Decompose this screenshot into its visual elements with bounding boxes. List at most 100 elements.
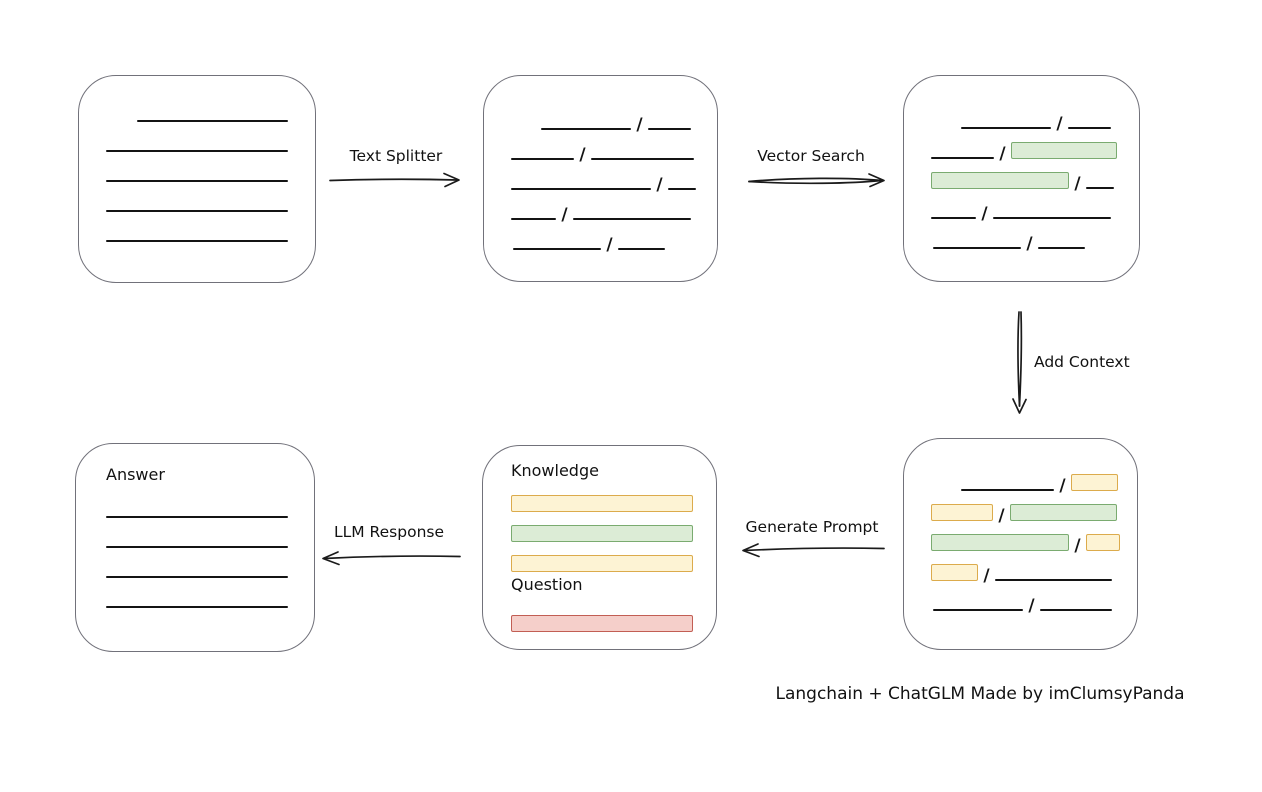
diagram-caption: Langchain + ChatGLM Made by imClumsyPand…: [775, 684, 1185, 704]
box-row: /: [511, 130, 717, 164]
green-highlight-bar: [511, 525, 693, 542]
box-label: Question: [511, 575, 583, 594]
box-row: Answer: [106, 462, 314, 488]
generate-prompt-arrow: [742, 543, 885, 558]
yellow-highlight-bar: [1071, 474, 1118, 491]
text-line: [106, 180, 288, 182]
box-row: /: [511, 100, 717, 135]
box-row: /: [931, 461, 1137, 495]
text-line: [511, 218, 556, 220]
text-line: [106, 546, 288, 548]
text-line: [931, 217, 976, 219]
box-row: /: [511, 190, 717, 225]
slash-separator: /: [636, 115, 643, 135]
box-row: [106, 92, 315, 122]
box-row: /: [511, 160, 717, 195]
text-line: [1040, 609, 1112, 611]
text-line: [513, 248, 601, 250]
text-line: [961, 127, 1051, 129]
generate-prompt-label: Generate Prompt: [745, 518, 879, 536]
text-line: [931, 157, 994, 159]
green-highlight-bar: [931, 534, 1069, 551]
answer-box: Answer: [75, 443, 315, 652]
box-row: /: [931, 491, 1137, 526]
llm-response-label: LLM Response: [333, 523, 444, 541]
text-line: [511, 188, 651, 190]
text-line: [993, 217, 1111, 219]
text-line: [648, 128, 691, 130]
text-line: [573, 218, 691, 220]
text-line: [1068, 127, 1111, 129]
text-line: [106, 150, 288, 152]
text-line: [1086, 187, 1114, 189]
add-context-label: Add Context: [1034, 353, 1130, 371]
spacer: [106, 121, 137, 122]
spacer: [931, 128, 961, 129]
text-splitter-arrow: [329, 172, 460, 188]
green-highlight-bar: [1010, 504, 1117, 521]
box-row: Question: [511, 572, 716, 598]
slash-separator: /: [656, 175, 663, 195]
yellow-highlight-bar: [511, 555, 693, 572]
yellow-highlight-bar: [931, 564, 978, 581]
box-row: [106, 578, 314, 608]
yellow-highlight-bar: [1086, 534, 1120, 551]
slash-separator: /: [606, 235, 613, 255]
box-row: Knowledge: [511, 460, 716, 482]
text-line: [933, 609, 1023, 611]
slash-separator: /: [561, 205, 568, 225]
text-line: [668, 188, 696, 190]
text-splitter-label: Text Splitter: [349, 147, 443, 165]
box-row: [106, 152, 315, 182]
slash-separator: /: [1056, 114, 1063, 134]
yellow-highlight-bar: [511, 495, 693, 512]
slash-separator: /: [983, 566, 990, 586]
slash-separator: /: [998, 506, 1005, 526]
slash-separator: /: [1028, 596, 1035, 616]
green-highlight-bar: [931, 172, 1069, 189]
vector-search-label: Vector Search: [757, 147, 865, 165]
spacer: [931, 490, 961, 491]
llm-response-arrow: [322, 551, 461, 566]
document-box: [78, 75, 316, 283]
box-row: [511, 512, 716, 542]
box-label: Answer: [106, 465, 165, 484]
slash-separator: /: [981, 204, 988, 224]
context-box: /////: [903, 438, 1138, 650]
box-row: /: [931, 159, 1139, 194]
text-line: [591, 158, 694, 160]
box-row: /: [931, 219, 1139, 253]
box-row: /: [931, 581, 1137, 616]
spacer: [511, 129, 541, 130]
box-row: /: [931, 129, 1139, 164]
text-line: [995, 579, 1112, 581]
box-row: /: [931, 521, 1137, 555]
text-line: [961, 489, 1054, 491]
add-context-arrow: [1012, 311, 1027, 414]
text-line: [106, 576, 288, 578]
red-highlight-bar: [511, 615, 693, 632]
slash-separator: /: [999, 144, 1006, 164]
text-line: [106, 606, 288, 608]
text-line: [618, 248, 665, 250]
vector-results-box: /////: [903, 75, 1140, 282]
text-line: [933, 247, 1021, 249]
box-row: /: [511, 220, 717, 255]
box-row: /: [931, 551, 1137, 586]
box-row: [511, 482, 716, 512]
text-line: [137, 120, 288, 122]
text-line: [1038, 247, 1085, 249]
text-line: [106, 516, 288, 518]
box-row: [511, 598, 716, 632]
slash-separator: /: [1074, 174, 1081, 194]
text-line: [106, 240, 288, 242]
green-highlight-bar: [1011, 142, 1117, 159]
vector-search-arrow: [748, 173, 885, 188]
box-row: /: [931, 189, 1139, 224]
text-line: [511, 158, 574, 160]
box-label: Knowledge: [511, 461, 599, 480]
box-row: [106, 182, 315, 212]
text-line: [106, 210, 288, 212]
